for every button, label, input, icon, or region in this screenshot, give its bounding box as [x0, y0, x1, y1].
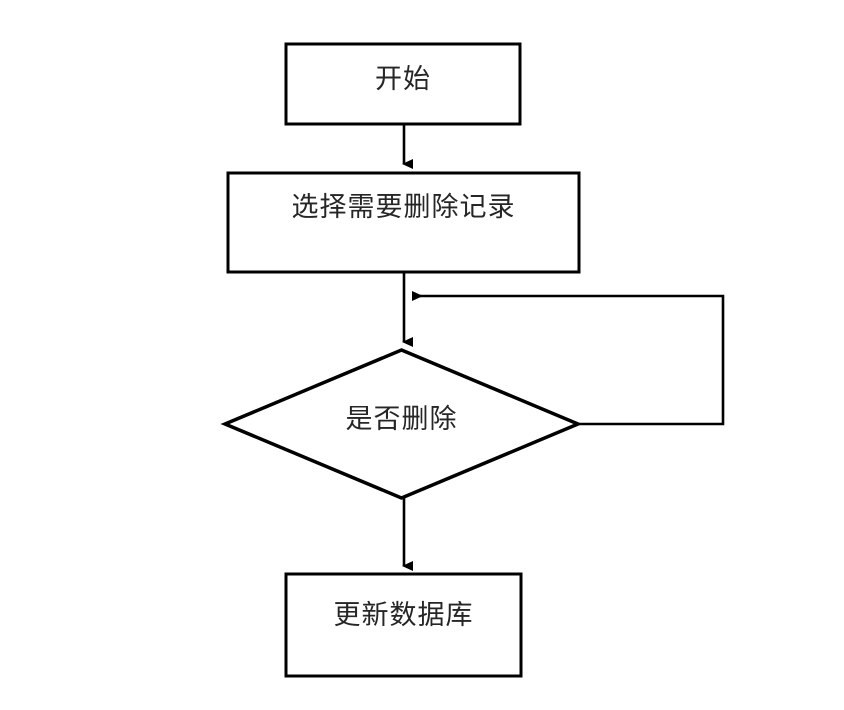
node-start-shape[interactable]: [284, 42, 522, 126]
node-start-label: 开始: [375, 64, 431, 94]
node-update-database-shape[interactable]: [284, 572, 523, 678]
edge-confirm-loop-back: [412, 291, 725, 426]
node-select-record-shape[interactable]: [226, 171, 581, 274]
node-update-database-label: 更新数据库: [333, 600, 474, 630]
node-confirm-delete-shape[interactable]: [220, 348, 583, 500]
node-confirm-delete-label: 是否删除: [345, 404, 458, 434]
node-select-record-label: 选择需要删除记录: [291, 192, 516, 222]
